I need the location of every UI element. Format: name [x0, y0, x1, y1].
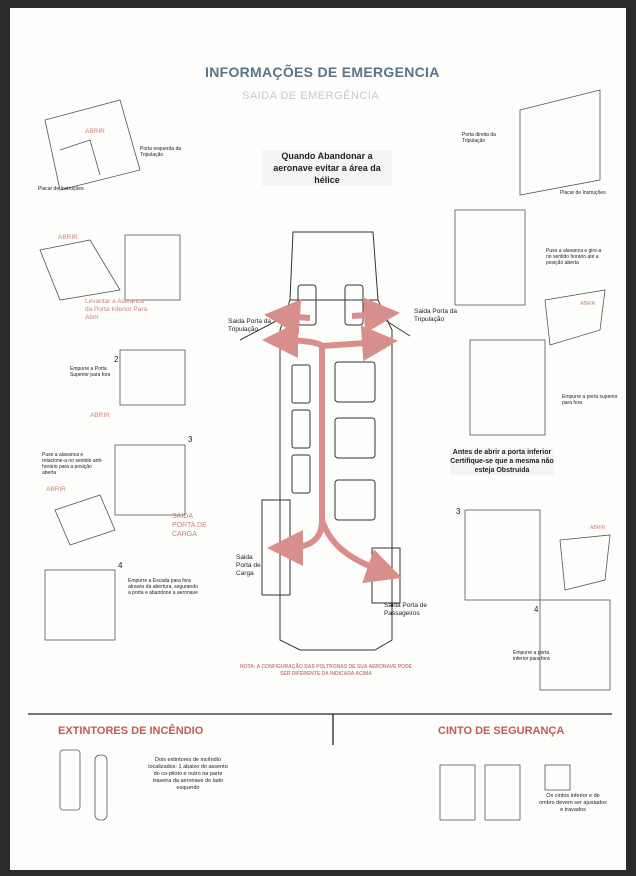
left-step2-text: Empurre a Porta Superior para fora	[70, 366, 111, 378]
left-levantar-label: Levantar a Alavanca da Porta Inferior Pa…	[85, 298, 148, 321]
right-porta-label: Porta direita da Tripulação	[462, 132, 496, 144]
seatbelt-text: Os cintos inferior e de ombro devem ser …	[539, 793, 607, 813]
left-abrir-4: ABRIR	[46, 486, 66, 493]
left-placar-label: Placar de Instruções	[38, 186, 84, 192]
extinguishers-title: EXTINTORES DE INCÊNDIO	[58, 725, 204, 737]
left-step3-num: 3	[188, 435, 193, 444]
left-step4-text: Empurre a Escada para fora através da ab…	[128, 578, 198, 596]
left-step2-num: 2	[114, 355, 119, 364]
exit-left-crew-label: Saida Porta da Tripulação	[228, 318, 272, 333]
evacuation-arrows	[262, 297, 403, 584]
right-step1-text: Puxe a alavanca e gire-a no sentido horá…	[546, 248, 602, 266]
right-step3-num: 3	[456, 507, 461, 516]
section-dividers	[28, 713, 612, 745]
left-porta-label: Porta esquerda da Tripulação	[140, 146, 182, 158]
left-abrir-3: ABRIR	[90, 412, 110, 419]
exit-right-crew-label: Saida Porta da Tripulação	[414, 308, 458, 323]
page-title: INFORMAÇÕES DE EMERGENCIA	[205, 64, 440, 80]
right-step4-text: Empurre a porta inferior para fora	[513, 650, 550, 662]
procedure-sketches	[39, 89, 611, 821]
extinguishers-text: Dois extintores de incêndio localizados:…	[148, 757, 228, 791]
right-notice: Antes de abrir a porta inferior Certifiq…	[450, 448, 554, 475]
left-step3-text: Puxe a alavanca e rotacione-a no sentido…	[42, 452, 103, 476]
right-step4-num: 4	[534, 605, 539, 614]
left-abrir-2: ABRIR	[58, 234, 78, 241]
exit-passengers-label: Saida Porta de Passageiros	[384, 602, 428, 617]
left-saida-carga: SAIDA PORTA DE CARGA	[172, 513, 207, 538]
seat-config-note: NOTA: A CONFIGURAÇÃO DAS POLTRONAS DE SU…	[239, 664, 413, 677]
right-abrir-1: ABRIR	[580, 301, 596, 307]
left-abrir-1: ABRIR	[85, 128, 105, 135]
left-step4-num: 4	[118, 561, 123, 570]
right-abrir-3: ABRIR	[590, 525, 606, 531]
center-notice: Quando Abandonar a aeronave evitar a áre…	[262, 150, 392, 186]
right-step2-text: Empurre a porta superior para fora	[562, 394, 618, 406]
seatbelt-title: CINTO DE SEGURANÇA	[438, 725, 565, 737]
page-subtitle: SAIDA DE EMERGÊNCIA	[242, 90, 380, 102]
right-placar-label: Placar de Instruções	[560, 190, 606, 196]
exit-cargo-label: Saida Porta de Carga	[236, 554, 261, 577]
